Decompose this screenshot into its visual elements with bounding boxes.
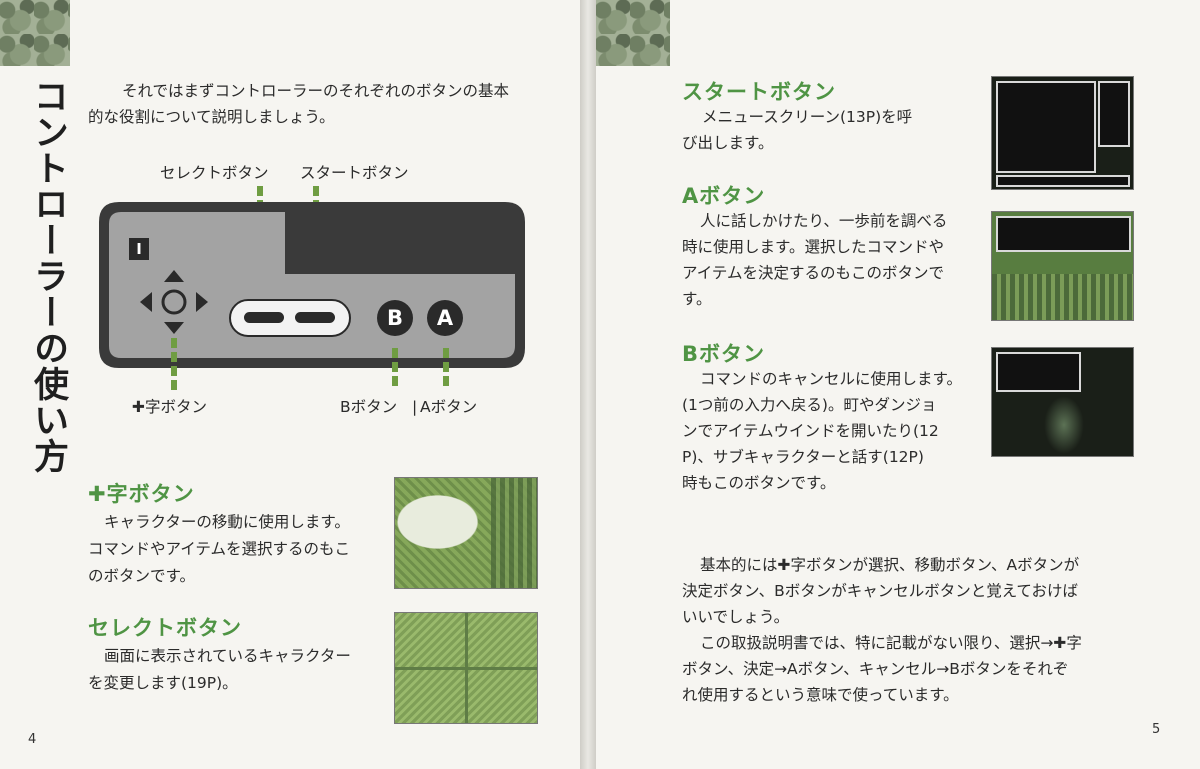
- select-button-label: セレクトボタン: [160, 164, 269, 182]
- intro-line: 的な役割について説明しましょう。: [88, 108, 335, 126]
- start-section-line: メニュースクリーン(13P)を呼: [702, 108, 913, 126]
- right-page: スタートボタン メニュースクリーン(13P)を呼 び出します。 Aボタン 人に話…: [596, 0, 1200, 769]
- a-button-label: Aボタン: [420, 398, 478, 416]
- cross-section-line: コマンドやアイテムを選択するのもこ: [88, 540, 350, 558]
- b-button: B: [386, 306, 403, 330]
- intro-line: それではまずコントローラーのそれぞれのボタンの基本: [122, 82, 510, 100]
- dungeon-screenshot: [991, 347, 1134, 457]
- summary-line: 決定ボタン、Bボタンがキャンセルボタンと覚えておけば: [682, 582, 1078, 600]
- camo-decoration: [0, 0, 70, 66]
- start-section-line: び出します。: [682, 134, 774, 152]
- a-button: A: [436, 306, 454, 330]
- a-section-line: 時に使用します。選択したコマンドや: [682, 238, 944, 256]
- badge-i: I: [136, 240, 142, 258]
- a-section-line: アイテムを決定するのもこのボタンで: [682, 264, 944, 282]
- select-section-heading: セレクトボタン: [88, 616, 242, 640]
- left-page: コントローラーの使い方 それではまずコントローラーのそれぞれのボタンの基本 的な…: [0, 0, 580, 769]
- start-button-label: スタートボタン: [300, 164, 409, 182]
- summary-line: れ使用するという意味で使っています。: [682, 686, 959, 704]
- controller-diagram: I B A: [97, 200, 527, 370]
- b-section-line: ンでアイテムウインドを開いたり(12: [682, 422, 939, 440]
- summary-line: いいでしょう。: [682, 608, 790, 626]
- field-screenshot: [394, 477, 538, 589]
- cross-button-label: ✚字ボタン: [132, 398, 207, 416]
- book-gutter: [580, 0, 596, 769]
- summary-line: この取扱説明書では、特に記載がない限り、選択→✚字: [700, 634, 1082, 652]
- character-switch-screenshot: [394, 612, 538, 724]
- cross-section-line: キャラクターの移動に使用します。: [104, 513, 350, 531]
- select-section-line: 画面に表示されているキャラクター: [104, 647, 351, 665]
- start-section-heading: スタートボタン: [682, 80, 836, 104]
- badge-i-box: [129, 238, 149, 260]
- b-button-label: Bボタン: [340, 398, 398, 416]
- a-leader: [443, 348, 449, 390]
- a-section-line: す。: [682, 290, 712, 308]
- page-number: 4: [28, 732, 37, 747]
- cross-leader: [171, 338, 177, 394]
- cross-section-heading: ✚字ボタン: [88, 482, 195, 506]
- b-section-line: コマンドのキャンセルに使用します。: [700, 370, 962, 388]
- b-section-line: 時もこのボタンです。: [682, 474, 836, 492]
- select-section-line: を変更します(19P)。: [88, 674, 238, 692]
- page-number: 5: [1152, 722, 1161, 737]
- b-leader: [392, 348, 398, 390]
- menu-screen-screenshot: [991, 76, 1134, 190]
- cross-section-line: のボタンです。: [88, 567, 195, 585]
- camo-decoration: [596, 0, 670, 66]
- talk-screenshot: [991, 211, 1134, 321]
- summary-line: 基本的には✚字ボタンが選択、移動ボタン、Aボタンが: [700, 556, 1080, 574]
- summary-line: ボタン、決定→Aボタン、キャンセル→Bボタンをそれぞ: [682, 660, 1069, 678]
- b-section-line: (1つ前の入力へ戻る)。町やダンジョ: [682, 396, 937, 414]
- b-section-heading: Bボタン: [682, 342, 766, 366]
- a-section-heading: Aボタン: [682, 184, 766, 208]
- label-separator: |: [412, 398, 418, 416]
- controller-svg: [99, 202, 525, 368]
- b-section-line: P)、サブキャラクターと話す(12P): [682, 448, 924, 466]
- page-title: コントローラーの使い方: [28, 78, 68, 474]
- a-section-line: 人に話しかけたり、一歩前を調べる: [700, 212, 948, 230]
